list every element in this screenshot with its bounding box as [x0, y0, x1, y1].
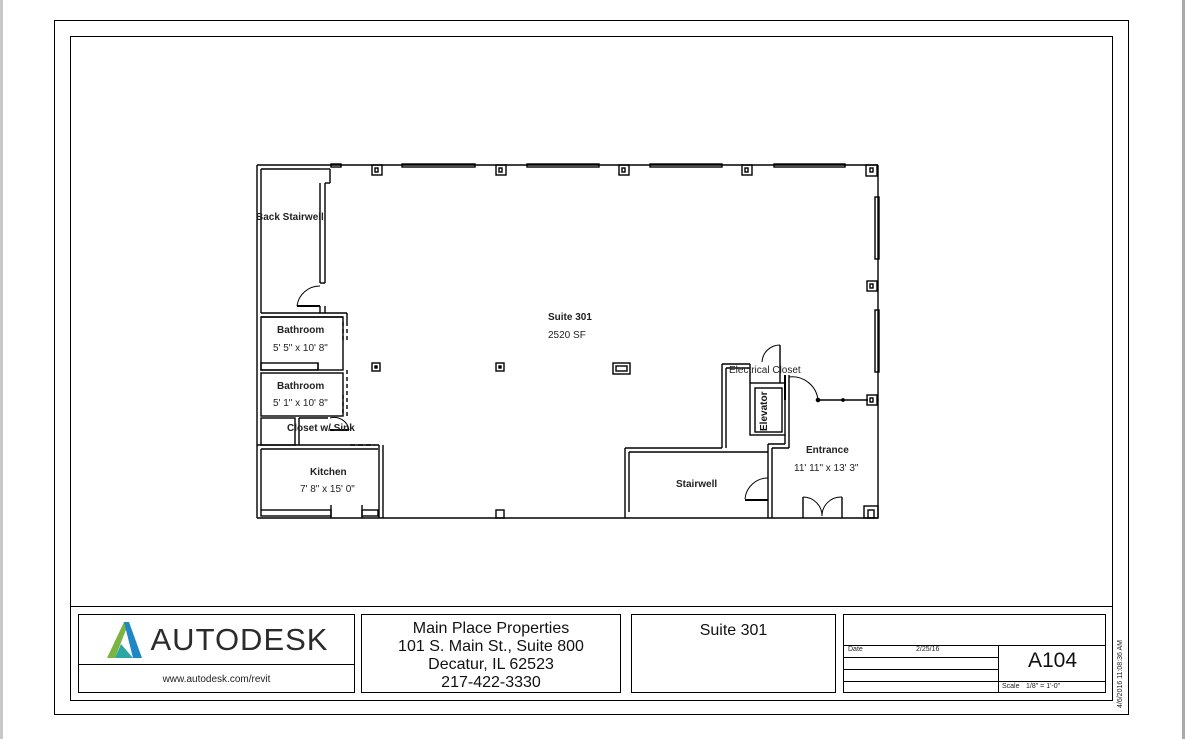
room-stairwell-label: Stairwell — [676, 479, 718, 490]
room-kitchen-dims: 7' 8" x 15' 0" — [300, 484, 355, 495]
project-name: Suite 301 — [699, 622, 768, 639]
date-label: Date — [848, 646, 863, 653]
room-kitchen-label: Kitchen — [310, 467, 347, 478]
owner-address: 101 S. Main St., Suite 800 — [398, 638, 584, 655]
room-bathroom-1-dims: 5' 5" x 10' 8" — [273, 343, 328, 354]
owner-name: Main Place Properties — [412, 620, 570, 637]
room-back-stairwell-label: Back Stairwell — [256, 212, 324, 223]
room-suite-label: Suite 301 — [548, 312, 592, 323]
right-scrollbar[interactable] — [1182, 0, 1185, 739]
sheet-row-divider — [844, 681, 1106, 682]
title-block-separator — [70, 606, 1113, 607]
autodesk-logo: AUTODESK — [79, 615, 354, 665]
sheet-row-divider — [844, 657, 998, 658]
room-closet-sink-label: Closet w/ Sink — [287, 423, 355, 434]
room-bathroom-2-label: Bathroom — [277, 381, 325, 392]
sheet-column-divider — [998, 645, 999, 693]
room-bathroom-2-dims: 5' 1" x 10' 8" — [273, 398, 328, 409]
project-name-panel: Suite 301 — [631, 614, 836, 693]
owner-city: Decatur, IL 62523 — [428, 656, 554, 673]
room-electrical-closet-label: Electrical Closet — [729, 365, 801, 376]
autodesk-a-logo-icon — [106, 621, 142, 658]
sheet-number: A104 — [1027, 649, 1078, 672]
owner-phone: 217-422-3330 — [441, 674, 541, 691]
logo-url-text: www.autodesk.com/revit — [162, 673, 271, 685]
autodesk-wordmark: AUTODESK — [150, 621, 329, 657]
sheet-info-panel: Date 2/25/16 A104 Scale 1/8" = 1'-0" — [843, 614, 1106, 693]
print-timestamp: 4/6/2016 11:08:36 AM — [1117, 640, 1124, 708]
sheet-outer-border — [54, 20, 1129, 715]
room-entrance-label: Entrance — [806, 445, 849, 456]
owner-info-panel: Main Place Properties 101 S. Main St., S… — [361, 614, 621, 693]
room-entrance-dims: 11' 11" x 13' 3" — [794, 463, 859, 474]
room-suite-area: 2520 SF — [548, 330, 586, 341]
logo-panel: AUTODESK www.autodesk.com/revit — [78, 614, 355, 693]
room-bathroom-1-label: Bathroom — [277, 325, 325, 336]
sheet-row-divider — [844, 669, 998, 670]
room-elevator-label: Elevator — [759, 391, 770, 431]
drawing-inner-border — [70, 36, 1113, 701]
date-value: 2/25/16 — [916, 646, 940, 653]
left-scrollbar[interactable] — [0, 0, 3, 739]
sheet-row-divider — [844, 645, 1106, 646]
scale-value: 1/8" = 1'-0" — [1026, 683, 1061, 690]
scale-label: Scale — [1002, 683, 1020, 690]
